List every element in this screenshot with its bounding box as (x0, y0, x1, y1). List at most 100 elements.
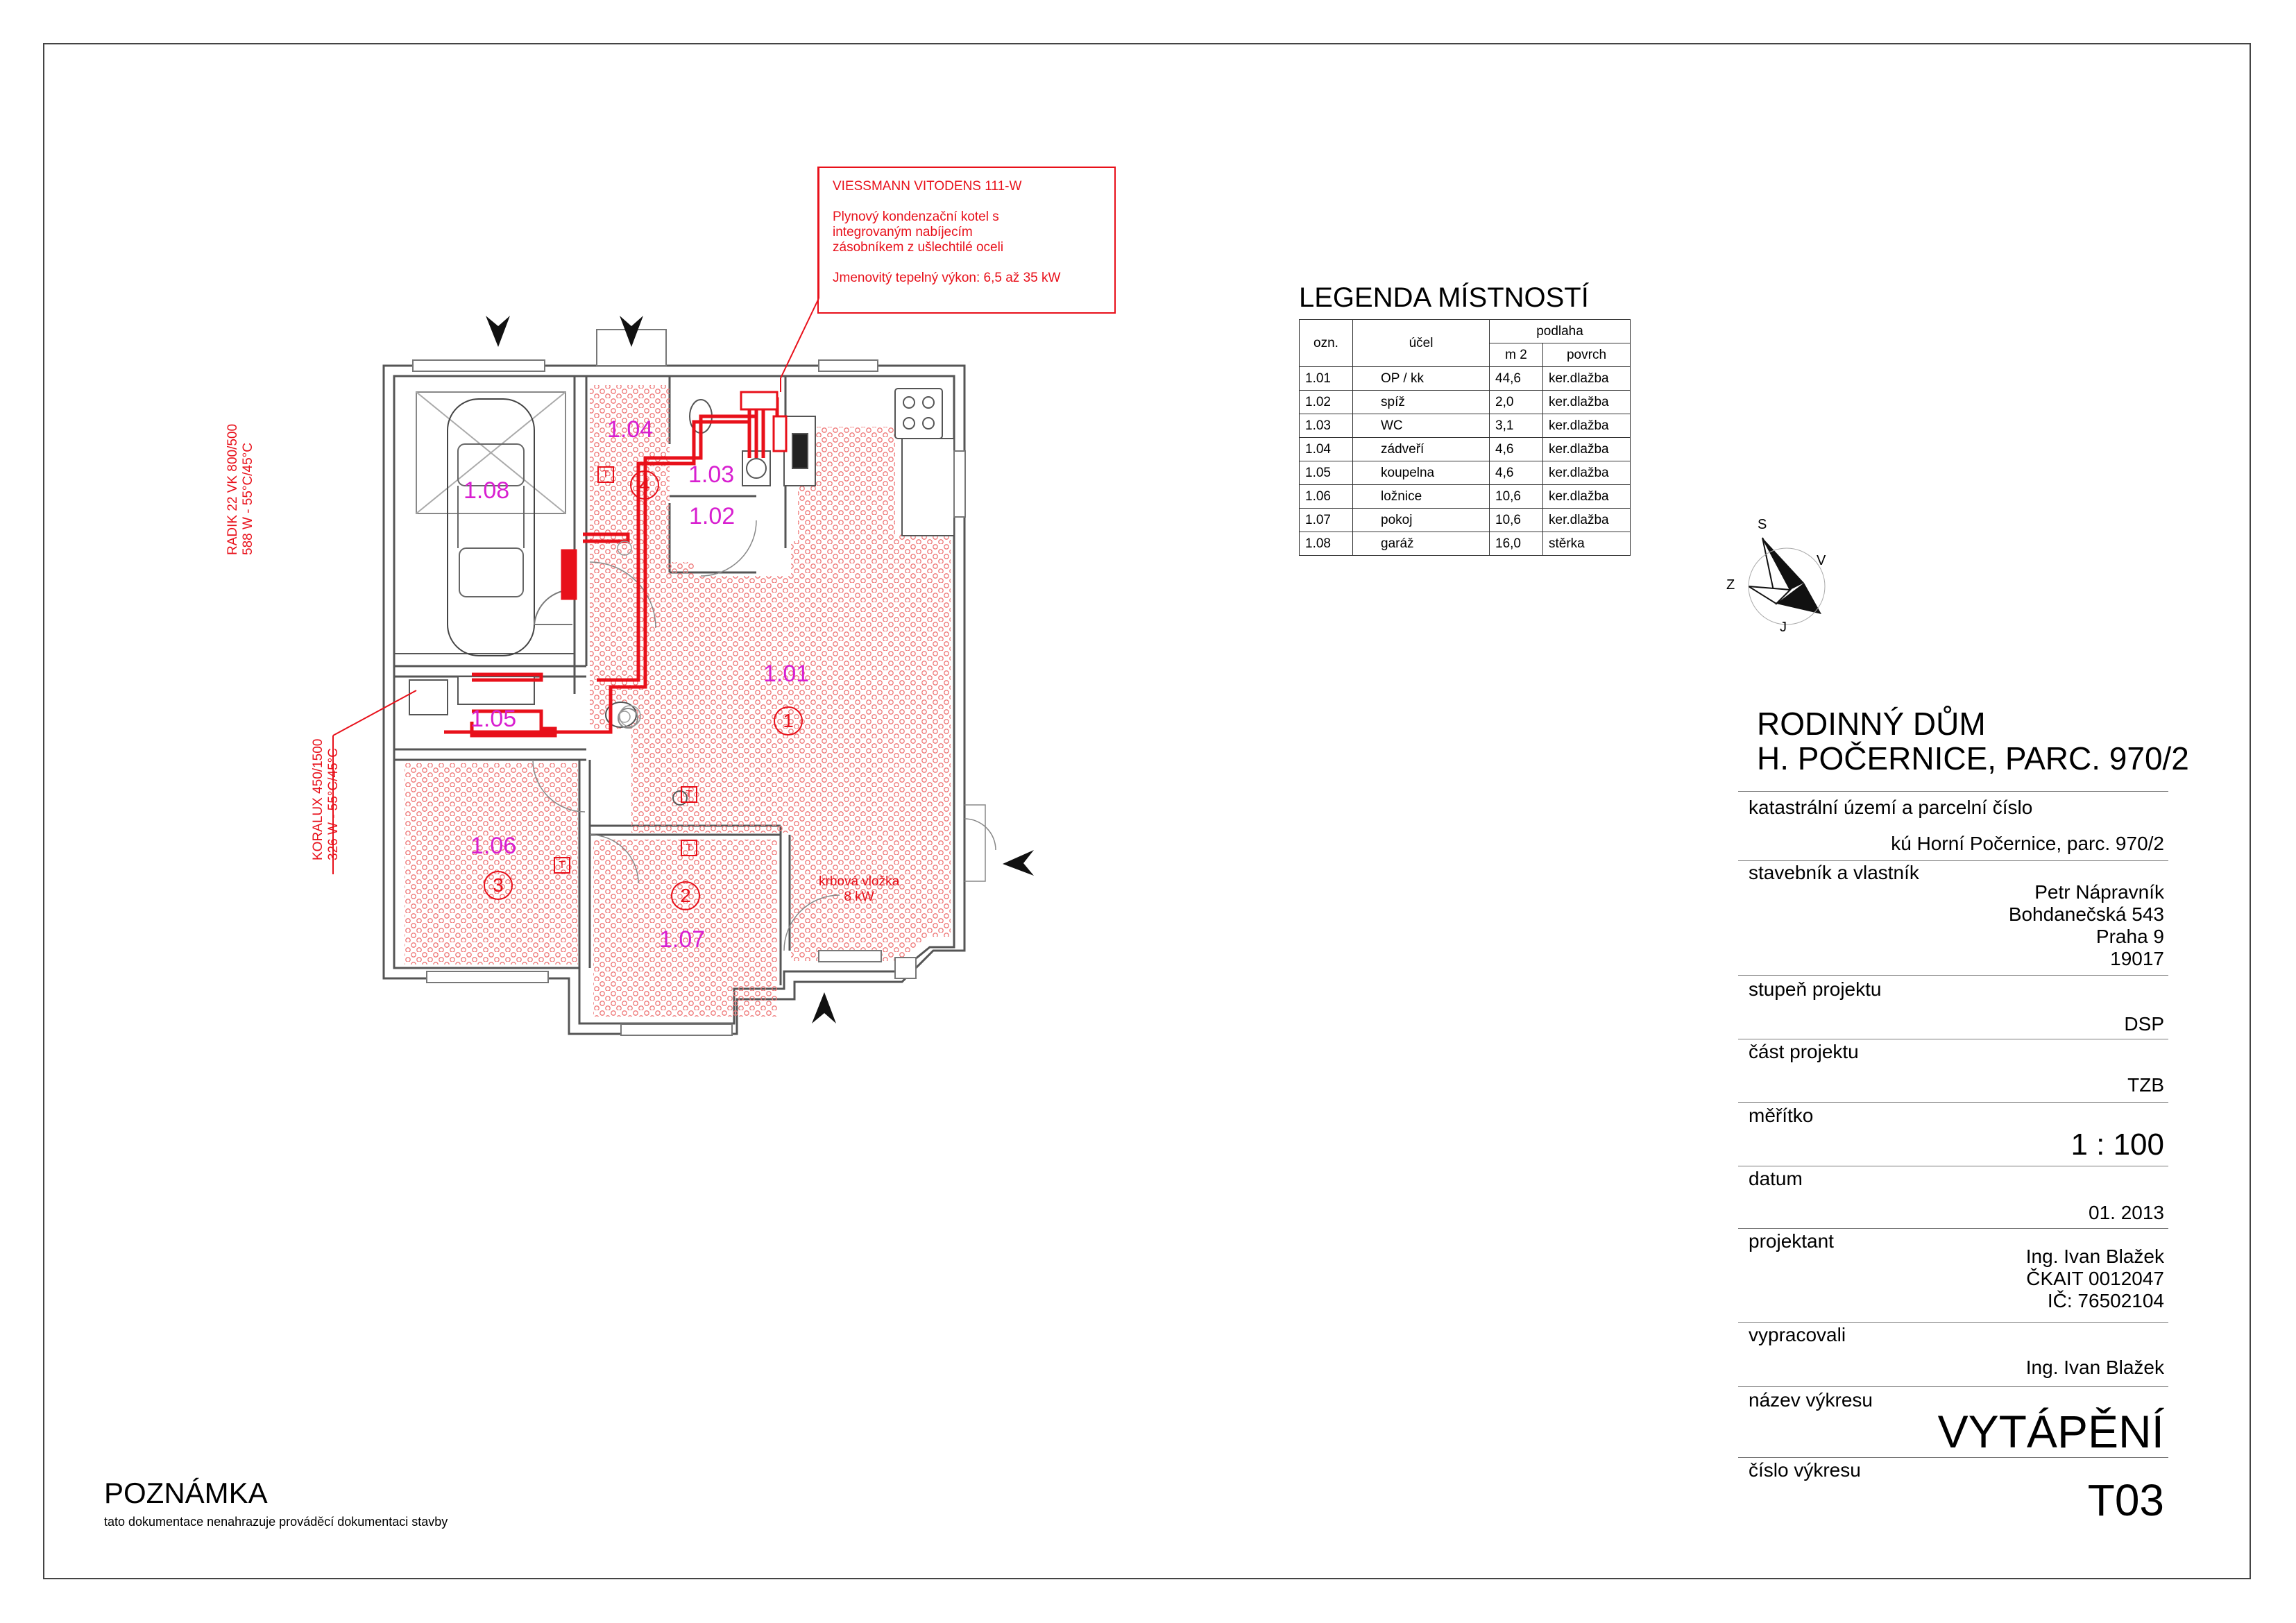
kitchen (742, 388, 955, 536)
legend-cell: 1.03 (1299, 414, 1353, 438)
koralux-note: KORALUX 450/1500 326 W - 55°C/45°C (311, 708, 341, 860)
legend-cell: ložnice (1352, 484, 1490, 509)
drawing-frame (43, 43, 2251, 1579)
part-value: TZB (2127, 1074, 2164, 1096)
tb-divider (1738, 860, 2168, 861)
garage (393, 375, 575, 656)
drawing-name-value: VYTÁPĚNÍ (1937, 1406, 2164, 1457)
legend-cell: 10,6 (1489, 508, 1543, 532)
arrow-up-south (812, 992, 836, 1023)
tb-divider (1738, 1102, 2168, 1103)
boiler-model: VIESSMANN VITODENS 111-W (833, 179, 1022, 194)
project-title-line-1: RODINNÝ DŮM (1757, 706, 1986, 742)
doors (532, 520, 996, 951)
legend-cell: ker.dlažba (1542, 461, 1631, 485)
radik-line-1: RADIK 22 VK 800/500 (226, 423, 240, 555)
tb-divider (1738, 1228, 2168, 1229)
room-label-1-03: 1.03 (688, 461, 735, 488)
project-title: RODINNÝ DŮM H. POČERNICE, PARC. 970/2 (1757, 706, 2189, 776)
designer-line-3: IČ: 76502104 (2047, 1290, 2164, 1311)
scale-label: měřítko (1749, 1105, 1814, 1126)
legend-cell: 4,6 (1489, 461, 1543, 485)
compass-j: J (1780, 620, 1787, 635)
compass-s: S (1758, 517, 1767, 532)
legend-cell: spíž (1352, 390, 1490, 414)
legend-header-ozn: ozn. (1299, 319, 1353, 367)
legend-header-m2: m 2 (1489, 343, 1543, 367)
legend-cell: 16,0 (1489, 532, 1543, 556)
tb-divider (1738, 791, 2168, 792)
boiler-desc-3: zásobníkem z ušlechtilé oceli (833, 240, 1004, 255)
legend-cell: ker.dlažba (1542, 390, 1631, 414)
note-title: POZNÁMKA (104, 1477, 268, 1509)
designer-line-1: Ing. Ivan Blažek (2025, 1246, 2164, 1267)
arrow-down-entry (620, 316, 643, 347)
heated-area-1-07 (593, 840, 777, 1017)
radik-note: RADIK 22 VK 800/500 588 W - 55°C/45°C (226, 305, 256, 555)
tb-divider (1738, 1322, 2168, 1323)
legend-cell: zádveří (1352, 437, 1490, 461)
room-label-1-06: 1.06 (470, 833, 517, 859)
owner-line-3: Praha 9 (2095, 926, 2164, 947)
room-label-1-02: 1.02 (689, 503, 735, 529)
koralux-line-2: 326 W - 55°C/45°C (326, 748, 341, 860)
tb-divider (1738, 975, 2168, 976)
prepared-label: vypracovali (1749, 1324, 1846, 1345)
arrow-left-terrace (1003, 850, 1034, 876)
drawing-name-label: název výkresu (1749, 1389, 1873, 1411)
legend-cell: 10,6 (1489, 484, 1543, 509)
legend-cell: OP / kk (1352, 366, 1490, 391)
prepared-value: Ing. Ivan Blažek (2025, 1357, 2164, 1378)
project-title-line-2: H. POČERNICE, PARC. 970/2 (1757, 740, 2189, 776)
legend-cell: ker.dlažba (1542, 437, 1631, 461)
boiler-power: Jmenovitý tepelný výkon: 6,5 až 35 kW (833, 271, 1061, 285)
note-text: tato dokumentace nenahrazuje prováděcí d… (104, 1515, 448, 1529)
thermostat-1-07: T (681, 840, 697, 856)
legend-cell: 3,1 (1489, 414, 1543, 438)
compass-z: Z (1726, 577, 1735, 593)
circuit-number-1: 1 (774, 706, 803, 736)
circuit-number-2: 2 (671, 881, 700, 910)
radik-line-2: 588 W - 55°C/45°C (241, 443, 255, 555)
boiler-desc-1: Plynový kondenzační kotel s (833, 210, 999, 224)
legend-cell: 1.01 (1299, 366, 1353, 391)
koralux-line-1: KORALUX 450/1500 (311, 738, 325, 860)
date-value: 01. 2013 (2089, 1202, 2164, 1223)
legend-cell: koupelna (1352, 461, 1490, 485)
legend-cell: ker.dlažba (1542, 414, 1631, 438)
legend-cell: stěrka (1542, 532, 1631, 556)
thermostat-1-06: T (554, 857, 570, 874)
entry-arrows (486, 316, 1034, 1023)
designer-value: Ing. Ivan Blažek ČKAIT 0012047 IČ: 76502… (2026, 1246, 2164, 1312)
date-label: datum (1749, 1168, 1803, 1189)
fireplace-line-2: 8 kW (844, 890, 874, 904)
tb-divider (1738, 1386, 2168, 1387)
owner-line-4: 19017 (2110, 948, 2164, 969)
legend-header-povrch: povrch (1542, 343, 1631, 367)
circuit-number-3: 3 (484, 871, 513, 900)
fireplace-note: krbová vložka 8 kW (819, 874, 899, 905)
legend-cell: 4,6 (1489, 437, 1543, 461)
legend-title: LEGENDA MÍSTNOSTÍ (1299, 282, 1589, 313)
stage-label: stupeň projektu (1749, 978, 1882, 1000)
owner-line-2: Bohdanečská 543 (2008, 903, 2164, 925)
room-label-1-08: 1.08 (464, 477, 510, 504)
legend-cell: 1.02 (1299, 390, 1353, 414)
room-label-1-01: 1.01 (763, 661, 810, 687)
room-label-1-04: 1.04 (607, 416, 654, 443)
tb-divider (1738, 1457, 2168, 1458)
legend-cell: pokoj (1352, 508, 1490, 532)
legend-cell: ker.dlažba (1542, 508, 1631, 532)
legend-cell: 1.05 (1299, 461, 1353, 485)
cadastre-value: kú Horní Počernice, parc. 970/2 (1891, 833, 2164, 854)
boiler-desc-2: integrovaným nabíjecím (833, 225, 973, 239)
boiler-note-box: VIESSMANN VITODENS 111-W Plynový kondenz… (817, 167, 1116, 314)
thermostat-1-04: T (597, 466, 614, 483)
thermostat-1-01: T (681, 786, 697, 803)
owner-line-1: Petr Nápravník (2034, 881, 2164, 903)
fireplace-line-1: krbová vložka (819, 874, 900, 889)
designer-line-2: ČKAIT 0012047 (2026, 1268, 2164, 1289)
